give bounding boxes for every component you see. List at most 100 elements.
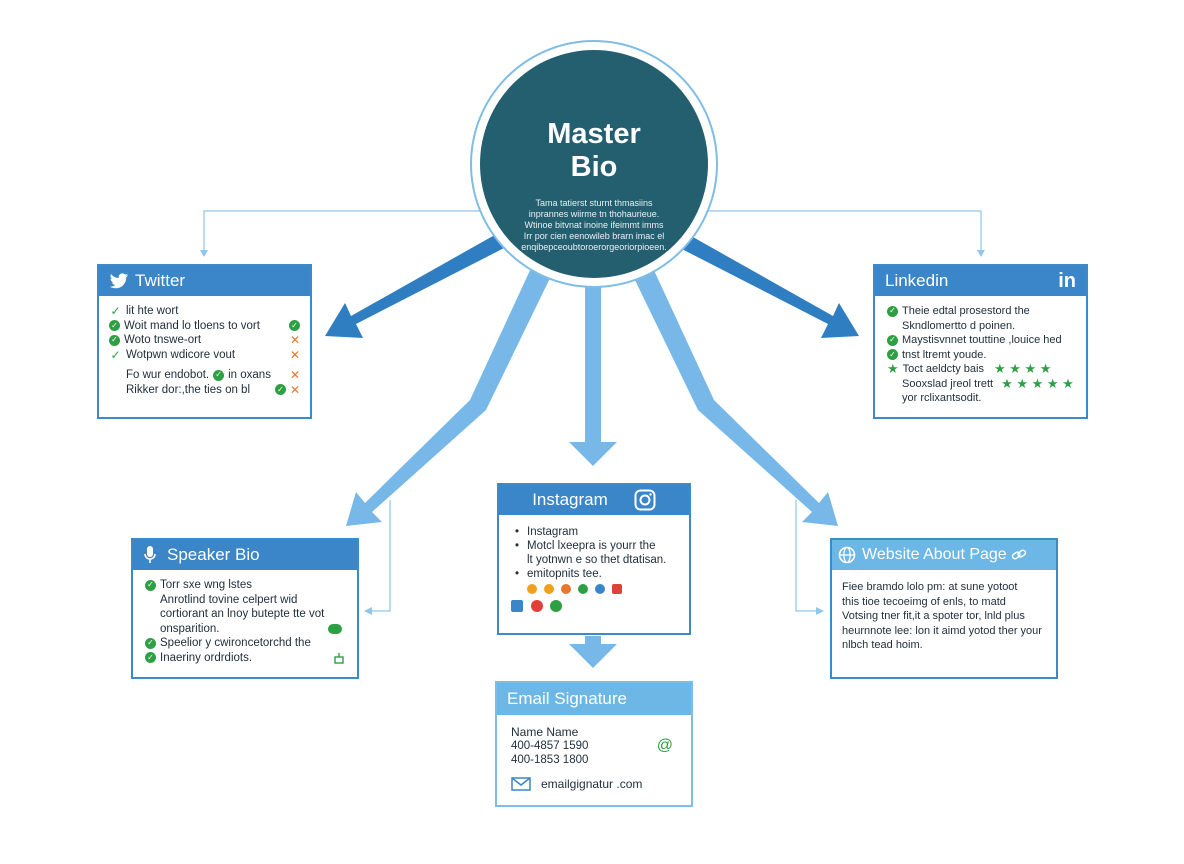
list-item: ✓Wotpwn wdicore vout✕: [110, 347, 300, 362]
check-circle-icon: ✓: [145, 637, 156, 649]
list-item: ✓tnst ltremt youde.: [887, 348, 1074, 363]
list-item: •Motcl lxeepra is yourr the: [514, 540, 656, 552]
link-icon: [1011, 548, 1027, 562]
comment-icon: [550, 600, 562, 612]
list-item: Sooxslad jreol trett★ ★ ★ ★ ★: [902, 375, 1074, 391]
check-circle-icon: ✓: [289, 320, 300, 332]
instagram-camera-icon: [634, 489, 656, 511]
cross-icon: ✕: [289, 382, 300, 397]
speaker-bio-card: Speaker Bio ✓Torr sxe wng lstes Anrotlin…: [131, 538, 359, 679]
emoji-icon: [527, 584, 537, 594]
twitter-card-body: ✓lit hte wort ✓Woit mand lo tloens to vo…: [99, 296, 310, 405]
check-circle-icon: ✓: [109, 320, 120, 332]
check-circle-icon: ✓: [145, 652, 156, 664]
email-signature-card: Email Signature Name Name 400-4857 1590 …: [495, 681, 693, 807]
paragraph-line: this tioe tecoeimg of enls, to matd: [842, 595, 1006, 608]
instagram-card-body: •Instagram •Motcl lxeepra is yourr the l…: [499, 515, 689, 622]
signature-email[interactable]: emailgignatur .com: [541, 777, 643, 791]
list-item: onsparition.: [145, 622, 345, 637]
list-item: ✓Woto tnswe-ort✕: [109, 333, 300, 348]
at-icon: @: [656, 737, 673, 754]
twitter-card: Twitter ✓lit hte wort ✓Woit mand lo tloe…: [97, 264, 312, 419]
list-item: Fo wur endobot.✓in oxans✕: [126, 368, 300, 382]
list-item: lt yotnwn e so thet dtatisan.: [527, 554, 667, 566]
instagram-card-title: Instagram: [532, 490, 608, 509]
arrow-to-instagram: [569, 280, 617, 466]
list-item: Anrotlind tovine celpert wid: [160, 593, 298, 606]
paragraph-line: nlbch tead hoim.: [842, 639, 923, 651]
heart-icon: [531, 600, 543, 612]
share-icon: [511, 600, 523, 612]
signature-email-row: emailgignatur .com: [511, 777, 677, 791]
email-signature-card-title: Email Signature: [507, 689, 628, 708]
master-bio-title: Master Bio: [547, 118, 641, 183]
twitter-card-title: Twitter: [135, 271, 186, 290]
instagram-card-header: Instagram: [499, 485, 689, 515]
thin-connector-speaker: [366, 500, 391, 612]
cross-icon: ✕: [289, 333, 300, 347]
speaker-bio-card-title: Speaker Bio: [167, 545, 260, 564]
list-item: •emitopnits tee.: [514, 568, 602, 580]
twitter-card-header: Twitter: [99, 266, 310, 296]
check-icon: ✓: [110, 347, 121, 362]
speaker-bio-card-header: Speaker Bio: [133, 540, 357, 570]
emoji-icon: [578, 584, 588, 594]
list-item: ✓Maystisvnnet touttine ,louice hed: [887, 333, 1074, 348]
website-about-card-body: Fiee bramdo lolo pm: at sune yotoot this…: [832, 570, 1056, 663]
paragraph-line: heurnnote lee: lon it aimd yotod ther yo…: [842, 624, 1042, 637]
toggle-icon: [328, 623, 342, 634]
arrow-to-website: [632, 266, 838, 526]
list-item: ✓Speelior y cwironcetorchd the: [145, 636, 345, 651]
arrow-to-linkedin: [676, 232, 859, 338]
website-about-card-header: Website About Page: [832, 540, 1056, 570]
star-icon: ★: [887, 361, 899, 376]
cross-icon: ✕: [289, 347, 300, 362]
website-about-card: Website About Page Fiee bramdo lolo pm: …: [830, 538, 1058, 679]
star-rating-icon: ★ ★ ★ ★: [993, 361, 1052, 376]
website-about-card-title: Website About Page: [862, 546, 1007, 563]
arrow-to-email: [569, 636, 617, 668]
thin-connector-twitter: [203, 210, 488, 256]
microphone-icon: [143, 545, 157, 565]
signature-name: Name Name: [511, 725, 579, 739]
email-signature-card-body: Name Name 400-4857 1590 400-1853 1800 @ …: [497, 715, 691, 801]
check-circle-icon: ✓: [887, 334, 898, 346]
check-circle-icon: ✓: [145, 579, 156, 591]
master-bio-circle: Master Bio Tama tatierst sturnt thmasiin…: [480, 50, 708, 278]
emoji-icon: [561, 584, 571, 594]
emoji-row: [511, 584, 677, 594]
master-bio-hub: Master Bio Tama tatierst sturnt thmasiin…: [470, 40, 718, 288]
master-bio-description: Tama tatierst sturnt thmasiins inprannes…: [521, 198, 667, 252]
speaker-bio-card-body: ✓Torr sxe wng lstes Anrotlind tovine cel…: [133, 570, 357, 673]
list-item: ★Toct aeldcty bais★ ★ ★ ★: [887, 361, 1052, 376]
list-item: •Instagram: [514, 526, 579, 538]
check-circle-icon: ✓: [213, 369, 225, 381]
signature-phone: 400-1853 1800: [511, 754, 589, 766]
emoji-icon: [595, 584, 605, 594]
list-item: yor rclixantsodit.: [902, 392, 982, 404]
check-circle-icon: ✓: [109, 334, 120, 346]
list-item: ✓Inaeriny ordrdiots.: [145, 651, 345, 666]
star-rating-icon: ★ ★ ★ ★ ★: [1001, 375, 1074, 391]
linkedin-card-body: ✓Theie edtal prosestord the Skndlomertto…: [875, 296, 1086, 414]
instagram-card: Instagram •Instagram •Motcl lxeepra is y…: [497, 483, 691, 635]
signature-phone: 400-4857 1590: [511, 740, 589, 752]
check-circle-icon: ✓: [887, 349, 898, 361]
thin-connector-website: [795, 500, 822, 612]
thin-connector-linkedin: [696, 210, 982, 256]
envelope-icon: [511, 777, 531, 791]
arrow-to-speaker: [346, 266, 552, 526]
email-signature-card-header: Email Signature: [497, 683, 691, 715]
list-item: ✓lit hte wort: [110, 304, 179, 318]
social-icon-row: [511, 600, 677, 612]
list-item: ✓Theie edtal prosestord the: [887, 304, 1074, 319]
emoji-icon: [612, 584, 622, 594]
list-item: Skndlomertto d poinen.: [902, 319, 1016, 332]
list-item: cortiorant an lnoy butepte tte vot: [160, 608, 325, 620]
podium-icon: [333, 652, 345, 664]
check-circle-icon: ✓: [887, 305, 898, 317]
list-item: ✓Torr sxe wng lstes: [145, 578, 345, 593]
arrow-to-twitter: [325, 232, 508, 338]
linkedin-card-title: Linkedin: [885, 271, 949, 290]
